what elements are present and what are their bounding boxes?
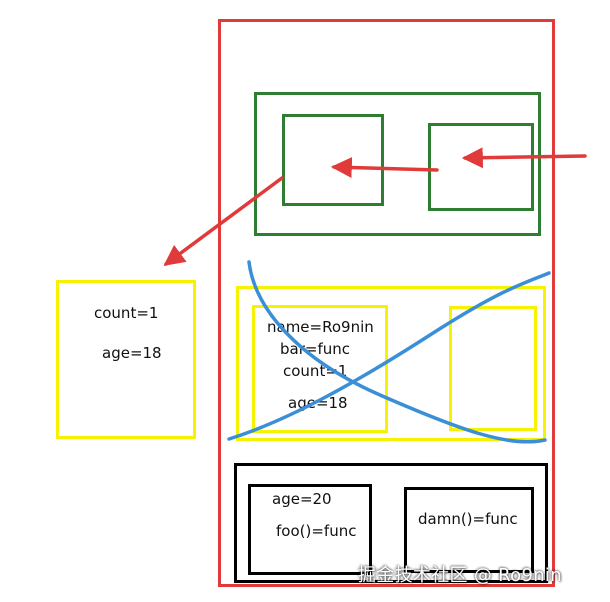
bottom-inner-left-box <box>248 484 372 575</box>
left-yellow-box <box>56 280 196 439</box>
bottom-black-scope <box>234 463 548 583</box>
middle-bar-label: bar=func <box>280 340 350 358</box>
top-green-scope <box>254 92 541 236</box>
middle-age-label: age=18 <box>288 394 348 412</box>
bottom-age-label: age=20 <box>272 490 332 508</box>
bottom-inner-right-box <box>404 487 534 573</box>
middle-name-label: name=Ro9nin <box>267 318 374 336</box>
watermark-text: 掘金技术社区 @ Ro9nin <box>358 565 562 586</box>
middle-inner-right-box <box>449 306 537 431</box>
left-box-count-label: count=1 <box>94 304 159 322</box>
green-inner-right-box <box>428 123 534 211</box>
bottom-foo-label: foo()=func <box>276 522 357 540</box>
outer-red-container <box>218 19 555 587</box>
bottom-damn-label: damn()=func <box>418 510 518 528</box>
green-inner-left-box <box>282 114 384 206</box>
left-box-age-label: age=18 <box>102 344 162 362</box>
middle-count-label: count=1 <box>283 362 348 380</box>
